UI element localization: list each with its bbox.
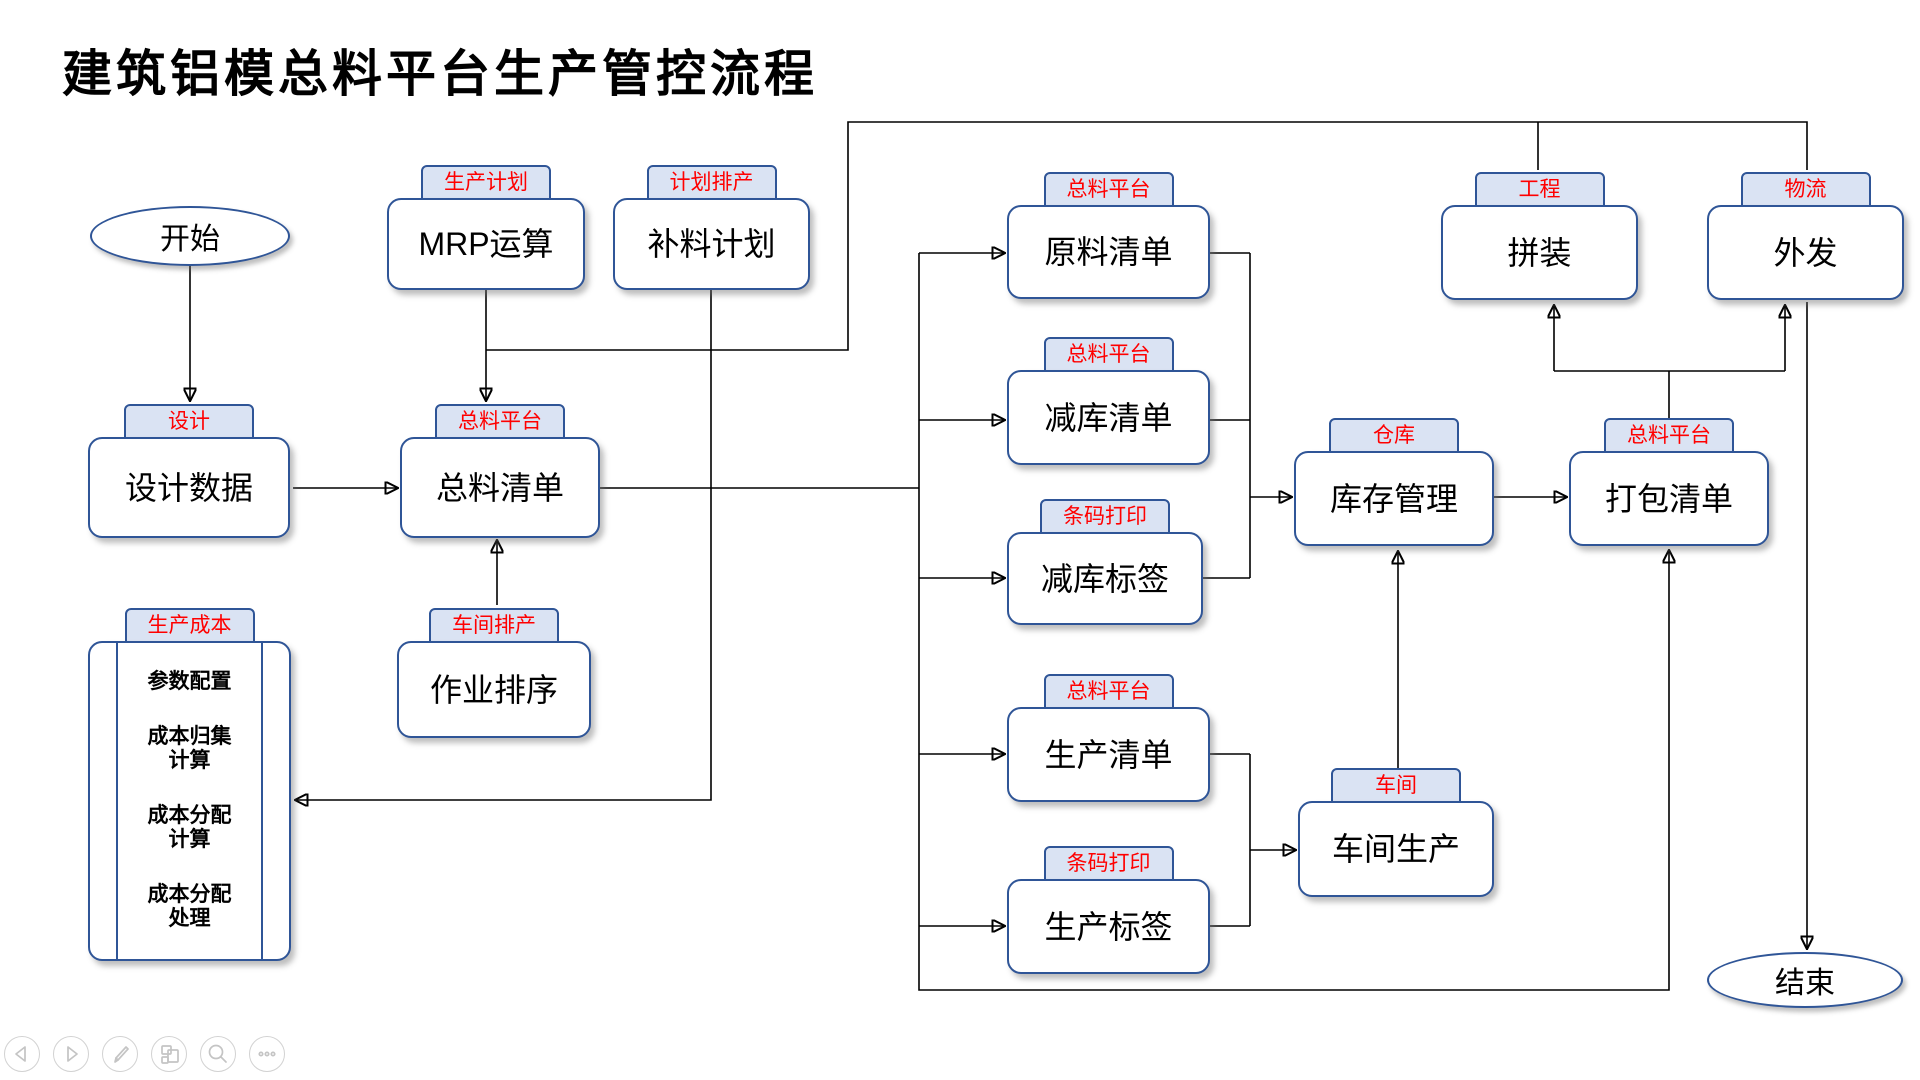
presentation-toolbar	[4, 1036, 285, 1072]
node-mrp-tag: 生产计划	[421, 165, 551, 200]
node-warehouse-box: 库存管理	[1294, 451, 1494, 546]
node-cost: 生产成本 参数配置 成本归集 计算 成本分配 计算 成本分配 处理	[88, 608, 291, 961]
node-prod-list-tag: 总料平台	[1043, 674, 1174, 709]
page-title: 建筑铝模总料平台生产管控流程	[62, 46, 818, 102]
node-deduct-list: 总料平台 减库清单	[1007, 337, 1210, 465]
node-cost-box: 参数配置 成本归集 计算 成本分配 计算 成本分配 处理	[88, 641, 291, 961]
node-cost-tag: 生产成本	[124, 608, 255, 643]
node-design: 设计 设计数据	[88, 404, 290, 538]
node-design-box: 设计数据	[88, 437, 290, 538]
cost-item: 成本分配 处理	[147, 883, 232, 931]
node-deduct-label: 条码打印 减库标签	[1007, 499, 1203, 625]
node-replenish: 计划排产 补料计划	[613, 165, 810, 290]
ellipsis-icon	[258, 1051, 276, 1057]
node-workshop-box: 车间生产	[1298, 801, 1494, 897]
node-outbound-tag: 物流	[1740, 172, 1871, 207]
node-mrp: 生产计划 MRP运算	[387, 165, 585, 290]
terminator-end: 结束	[1707, 952, 1903, 1008]
connector-replenish-to-cost	[296, 290, 712, 800]
pen-icon	[114, 1046, 129, 1063]
node-deduct-list-tag: 总料平台	[1043, 337, 1174, 372]
node-master-list: 总料平台 总料清单	[400, 404, 600, 538]
previous-slide-icon	[15, 1046, 26, 1062]
pen-tool-button[interactable]	[102, 1036, 138, 1072]
more-options-button[interactable]	[249, 1036, 285, 1072]
node-outbound-box: 外发	[1707, 205, 1904, 300]
node-mrp-box: MRP运算	[387, 198, 585, 290]
node-master-list-tag: 总料平台	[435, 404, 565, 439]
node-workshop: 车间 车间生产	[1298, 768, 1494, 897]
node-warehouse-tag: 仓库	[1329, 418, 1459, 453]
connector-packing-up	[1554, 370, 1785, 420]
node-raw-list-tag: 总料平台	[1043, 172, 1174, 207]
next-slide-icon	[67, 1046, 78, 1062]
node-packing-tag: 总料平台	[1604, 418, 1734, 453]
node-replenish-tag: 计划排产	[646, 165, 777, 200]
slide-panels-icon	[161, 1045, 179, 1064]
node-design-tag: 设计	[124, 404, 254, 439]
node-prod-label: 条码打印 生产标签	[1007, 846, 1210, 974]
node-raw-list-box: 原料清单	[1007, 205, 1210, 299]
node-workshop-tag: 车间	[1331, 768, 1461, 803]
cost-item: 成本归集 计算	[147, 725, 232, 773]
node-job-seq-box: 作业排序	[397, 641, 591, 738]
next-slide-button[interactable]	[53, 1036, 89, 1072]
previous-slide-button[interactable]	[4, 1036, 40, 1072]
node-prod-label-box: 生产标签	[1007, 879, 1210, 974]
cost-item: 参数配置	[147, 670, 232, 694]
node-job-seq-tag: 车间排产	[429, 608, 559, 643]
terminator-start: 开始	[90, 206, 290, 266]
node-prod-list: 总料平台 生产清单	[1007, 674, 1210, 802]
node-raw-list: 总料平台 原料清单	[1007, 172, 1210, 299]
node-assembly-tag: 工程	[1474, 172, 1605, 207]
connector-plan-collector	[486, 121, 1808, 351]
node-deduct-label-box: 减库标签	[1007, 532, 1203, 625]
node-warehouse: 仓库 库存管理	[1294, 418, 1494, 546]
node-assembly: 工程 拼装	[1441, 172, 1638, 300]
connector-branch-trunk	[918, 253, 1669, 991]
node-master-list-box: 总料清单	[400, 437, 600, 538]
node-replenish-box: 补料计划	[613, 198, 810, 290]
node-assembly-box: 拼装	[1441, 205, 1638, 300]
node-packing: 总料平台 打包清单	[1569, 418, 1769, 546]
zoom-search-button[interactable]	[200, 1036, 236, 1072]
node-deduct-label-tag: 条码打印	[1040, 499, 1170, 534]
node-job-seq: 车间排产 作业排序	[397, 608, 591, 738]
node-outbound: 物流 外发	[1707, 172, 1904, 300]
node-prod-label-tag: 条码打印	[1043, 846, 1174, 881]
cost-item: 成本分配 计算	[147, 804, 232, 852]
magnifier-icon	[208, 1044, 227, 1063]
node-deduct-list-box: 减库清单	[1007, 370, 1210, 465]
node-prod-list-box: 生产清单	[1007, 707, 1210, 802]
slide-panels-button[interactable]	[151, 1036, 187, 1072]
node-packing-box: 打包清单	[1569, 451, 1769, 546]
